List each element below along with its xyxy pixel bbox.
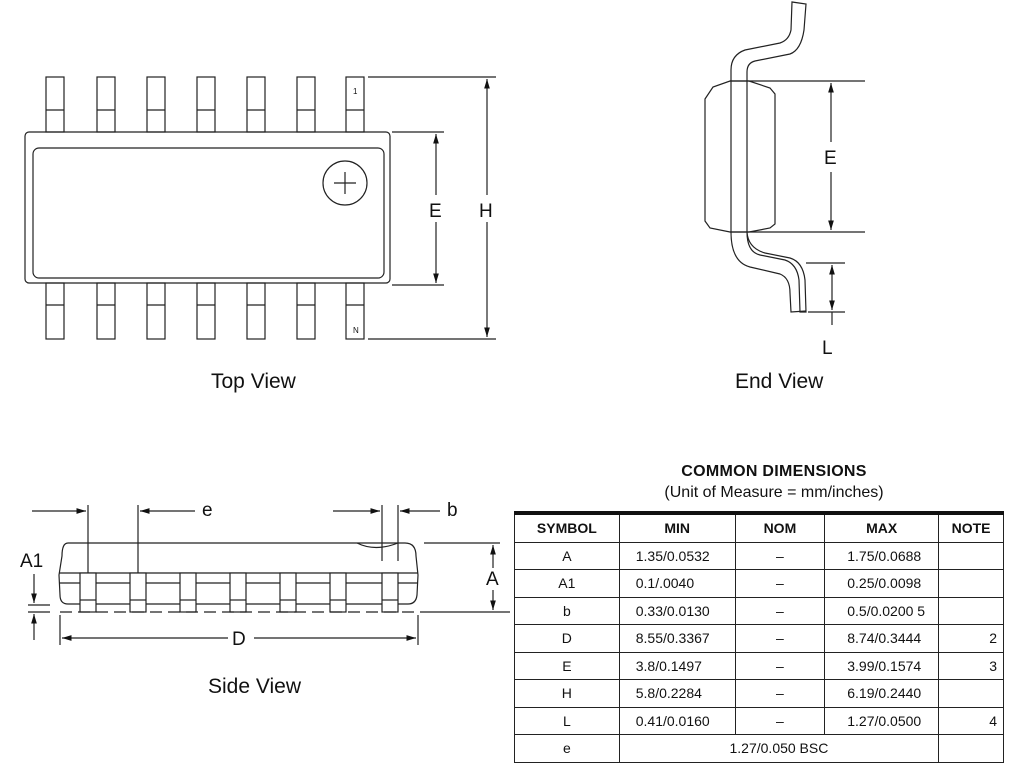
column-header: MAX (824, 512, 940, 543)
dim-A-label: A (486, 569, 499, 590)
cell-symbol: D (514, 624, 620, 653)
cell-symbol: E (514, 651, 620, 680)
cell-symbol: b (514, 596, 620, 625)
top-lead (296, 76, 316, 133)
top-lead (196, 76, 216, 133)
dim-e-label: e (202, 500, 213, 521)
cell-nom: – (734, 651, 826, 680)
cell-min: 1.35/0.0532 (618, 541, 736, 570)
cell-note (938, 734, 1004, 763)
cell-nom: – (734, 541, 826, 570)
side-lead (381, 572, 399, 613)
pinN-label: N (353, 326, 359, 335)
cell-min: 0.33/0.0130 (618, 596, 736, 625)
cell-value: 1.27/0.050 BSC (618, 734, 940, 763)
cell-nom: – (734, 596, 826, 625)
dim-A1-label: A1 (20, 551, 43, 572)
bottom-lead (196, 282, 216, 340)
column-header: NOTE (938, 512, 1004, 543)
dim-H-label: H (479, 201, 493, 222)
top-view: 1 N E H (24, 76, 496, 340)
end-view-label: End View (735, 370, 824, 393)
cell-note: 2 (938, 624, 1004, 653)
dim-L-label: L (822, 338, 833, 359)
top-lead (246, 76, 266, 133)
pin1-indicator-icon (322, 160, 368, 206)
side-view: e b A1 A D (20, 500, 510, 650)
package-body-top (32, 147, 385, 279)
end-view: E L (704, 1, 865, 359)
cell-min: 5.8/0.2284 (618, 679, 736, 708)
dim-b-label: b (447, 500, 458, 521)
side-lead (179, 572, 197, 613)
cell-symbol: A1 (514, 569, 620, 598)
cell-min: 0.1/.0040 (618, 569, 736, 598)
cell-max: 0.25/0.0098 (824, 569, 940, 598)
table-title: COMMON DIMENSIONS (681, 463, 867, 480)
column-header: NOM (734, 512, 826, 543)
cell-note: 4 (938, 706, 1004, 735)
table-subtitle: (Unit of Measure = mm/inches) (664, 484, 884, 501)
cell-note (938, 596, 1004, 625)
cell-note (938, 569, 1004, 598)
side-view-label: Side View (208, 675, 302, 698)
cell-max: 1.27/0.0500 (824, 706, 940, 735)
dim-E-label: E (429, 201, 442, 222)
cell-nom: – (734, 706, 826, 735)
bottom-lead (96, 282, 116, 340)
cell-min: 8.55/0.3367 (618, 624, 736, 653)
cell-symbol: A (514, 541, 620, 570)
cell-max: 8.74/0.3444 (824, 624, 940, 653)
cell-symbol: L (514, 706, 620, 735)
cell-nom: – (734, 624, 826, 653)
cell-note: 3 (938, 651, 1004, 680)
cell-min: 0.41/0.0160 (618, 706, 736, 735)
cell-note (938, 679, 1004, 708)
cell-max: 1.75/0.0688 (824, 541, 940, 570)
top-lead (96, 76, 116, 133)
top-lead (146, 76, 166, 133)
side-lead (329, 572, 347, 613)
package-body-outline (24, 131, 391, 284)
cell-min: 3.8/0.1497 (618, 651, 736, 680)
end-body (704, 80, 776, 233)
column-header: SYMBOL (514, 512, 620, 543)
cell-max: 3.99/0.1574 (824, 651, 940, 680)
cell-symbol: e (514, 734, 620, 763)
bottom-lead (45, 282, 65, 340)
cell-note (938, 541, 1004, 570)
column-header: MIN (618, 512, 736, 543)
side-lead (129, 572, 147, 613)
bottom-lead (246, 282, 266, 340)
bottom-lead (296, 282, 316, 340)
dim-E-end-label: E (824, 148, 837, 169)
top-lead (345, 76, 365, 133)
top-view-label: Top View (211, 370, 296, 393)
side-lead (79, 572, 97, 613)
top-lead (45, 76, 65, 133)
cell-symbol: H (514, 679, 620, 708)
pin1-label: 1 (353, 87, 358, 96)
cell-max: 0.5/0.0200 5 (824, 596, 940, 625)
side-lead (229, 572, 247, 613)
cell-max: 6.19/0.2440 (824, 679, 940, 708)
cell-nom: – (734, 679, 826, 708)
cell-nom: – (734, 569, 826, 598)
bottom-lead (146, 282, 166, 340)
dim-D-label: D (232, 629, 246, 650)
side-lead (279, 572, 297, 613)
